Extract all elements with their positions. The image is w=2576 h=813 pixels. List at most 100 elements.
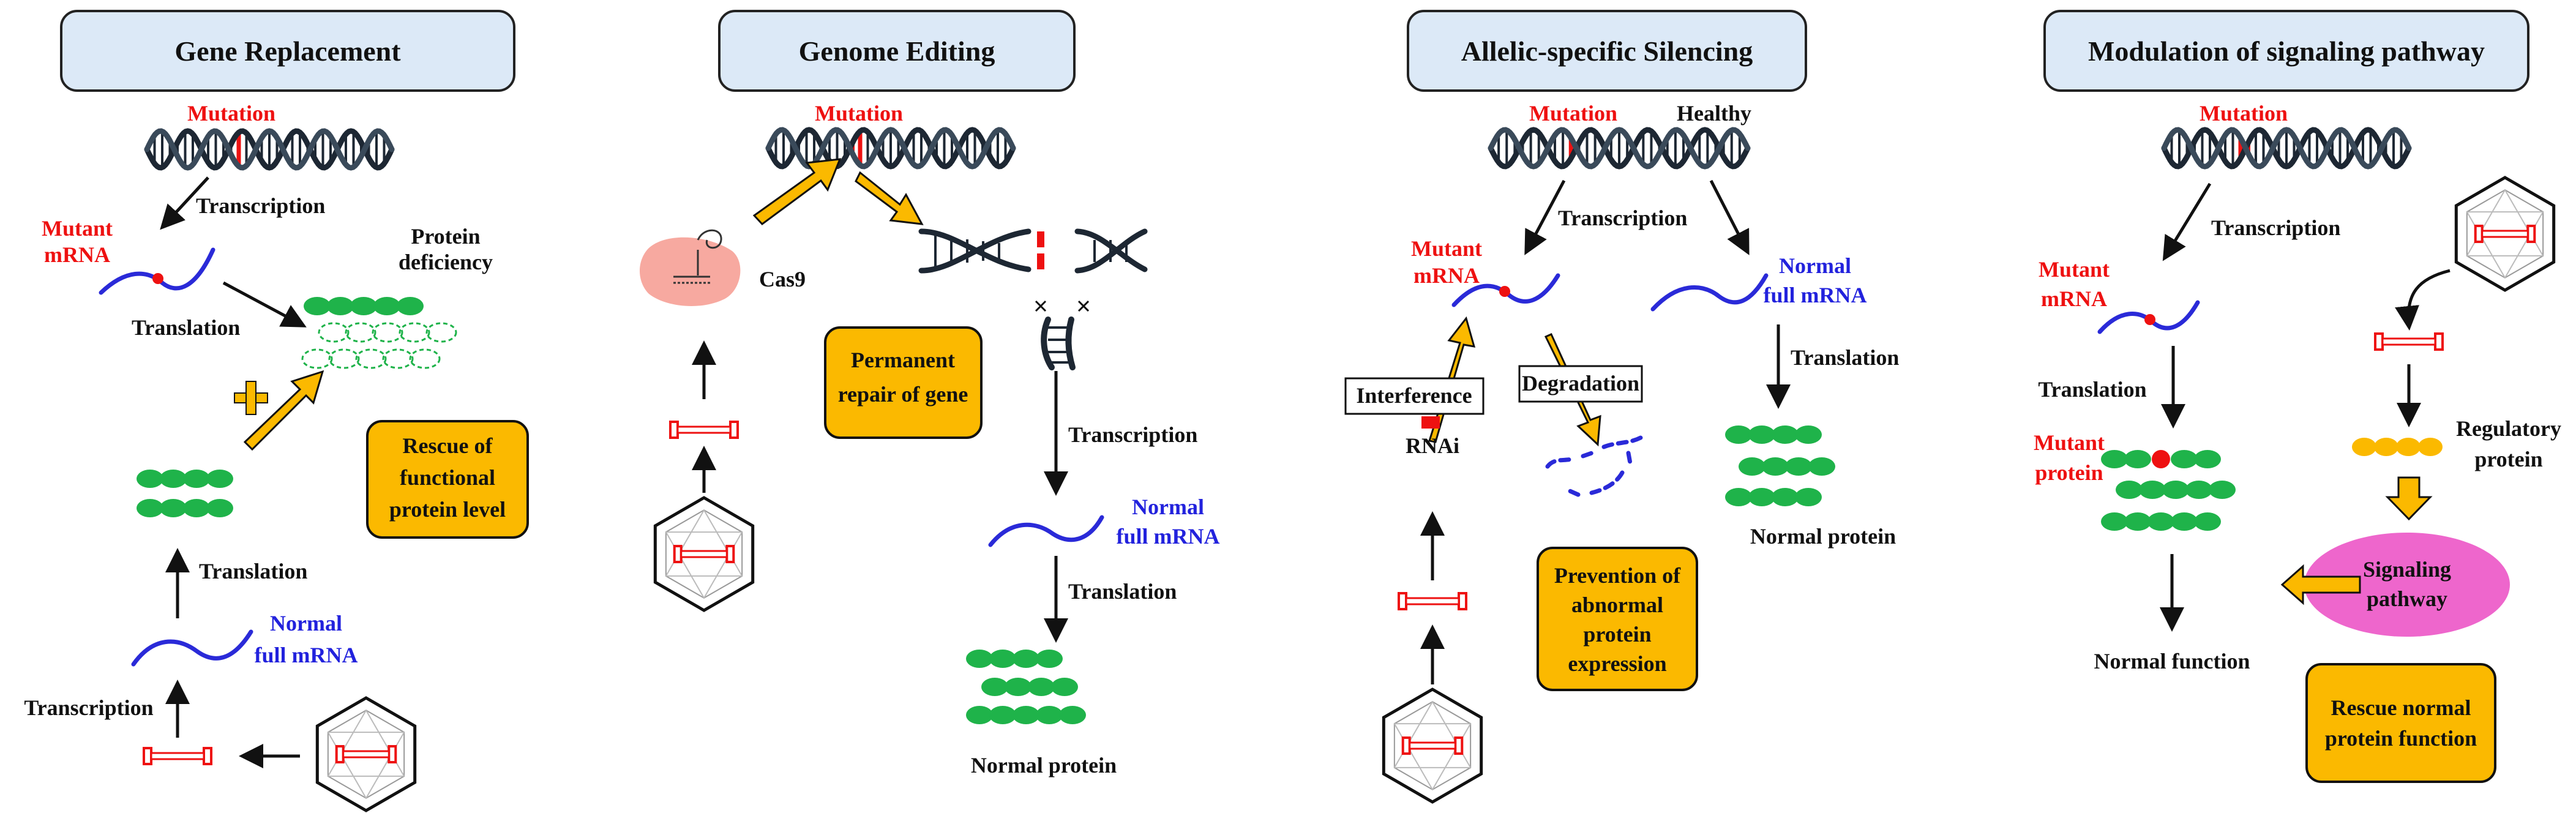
protein-residue — [399, 322, 430, 343]
protein-residue — [2352, 438, 2376, 456]
degradation-box — [1518, 365, 1643, 403]
repair-text-2: repair of gene — [838, 382, 968, 406]
panel-title: Allelic-specific Silencing — [1461, 36, 1753, 67]
healthy-label: Healthy — [1677, 101, 1751, 126]
vector-delivery-arrow — [2395, 269, 2451, 331]
rescue-text-1: Rescue of — [403, 433, 493, 458]
protein-chain — [2116, 481, 2236, 499]
mutation-site-dot — [1499, 286, 1510, 297]
rescue-text-2: functional — [400, 465, 495, 490]
protein-residue — [327, 297, 354, 315]
rescue-text-2: protein function — [2325, 726, 2477, 751]
capsid-facet — [703, 531, 743, 599]
prevention-text-2: abnormal — [1571, 593, 1663, 617]
normal-protein-label: Normal protein — [1750, 524, 1896, 549]
mutation-label: Mutation — [1529, 101, 1617, 126]
dna-strand — [1488, 127, 1751, 170]
mutation-base-pair — [1037, 253, 1044, 269]
protein-residue — [304, 297, 331, 315]
protein-residue — [966, 706, 993, 724]
protein-residue — [183, 499, 210, 517]
degraded-mrna-fragments — [1545, 435, 1643, 497]
mutation-label: Mutation — [815, 101, 903, 126]
regulatory-protein-label-1: Regulatory — [2456, 416, 2561, 441]
protein-residue — [1036, 706, 1063, 724]
signaling-pathway-ellipse — [2304, 533, 2510, 637]
dna-helix — [765, 127, 1016, 170]
prevention-text-4: expression — [1568, 651, 1666, 676]
plus-icon — [234, 381, 268, 415]
protein-residue — [373, 297, 400, 315]
protein-residue — [2139, 481, 2166, 499]
degradation-label: Degradation — [1522, 371, 1639, 395]
protein-residue — [2116, 481, 2143, 499]
viral-capsid-icon — [2454, 176, 2556, 292]
protein-residue — [2194, 512, 2221, 531]
normal-mrna-label-2: full mRNA — [255, 643, 358, 667]
capsid-facet — [365, 710, 405, 777]
protein-residue — [2194, 450, 2221, 468]
viral-capsid-icon — [1382, 687, 1483, 804]
protein-residue — [1725, 425, 1752, 444]
panel-genome-editing: Genome Editing Mutation Cas9 Permanent r… — [640, 10, 1220, 777]
cassette-end — [1398, 592, 1407, 610]
capsid-facet — [1393, 723, 1433, 790]
dna-strand — [2161, 127, 2412, 170]
mutant-mrna-label-2: mRNA — [44, 242, 110, 267]
deficient-protein-chain — [301, 348, 441, 369]
panel-title-box — [60, 10, 515, 92]
protein-residue — [1808, 457, 1835, 476]
mutant-protein-label-2: protein — [2035, 460, 2103, 485]
mutant-protein-chain — [2101, 450, 2221, 468]
cassette-end — [388, 745, 397, 763]
mutant-transcription-arrow — [1524, 179, 1566, 255]
panel-title-box — [1407, 10, 1807, 92]
protein-residue — [2209, 481, 2236, 499]
protein-residue — [355, 348, 387, 369]
protein-chain — [966, 706, 1086, 724]
rnai-molecule-icon — [1421, 416, 1440, 429]
normal-mrna-strand — [131, 629, 253, 667]
cas9-protein-icon — [640, 237, 741, 307]
normal-function-label: Normal function — [2094, 649, 2250, 673]
protein-residue — [2185, 481, 2212, 499]
cut-site-mark — [1035, 300, 1047, 312]
viral-capsid-icon — [653, 496, 755, 612]
cassette-end — [1401, 736, 1411, 755]
protein-chain — [966, 650, 1063, 668]
rescue-text-3: protein level — [389, 497, 506, 522]
protein-residue — [1059, 706, 1086, 724]
cassette-body — [680, 550, 728, 558]
protein-residue — [160, 470, 187, 488]
cassette-end — [725, 545, 735, 563]
plasmid-vector-icon — [143, 747, 212, 765]
protein-deficiency-label-1: Protein — [411, 224, 480, 249]
cassette-end — [2474, 225, 2484, 243]
protein-chain — [981, 678, 1078, 696]
mutation-label: Mutation — [2200, 101, 2288, 126]
translation-label: Translation — [2038, 377, 2146, 402]
capsid-facet — [2466, 189, 2506, 257]
protein-residue — [2101, 512, 2128, 531]
mutant-residue — [2152, 450, 2170, 468]
plasmid-vector-icon — [1398, 592, 1467, 610]
protein-residue — [183, 470, 210, 488]
transcription-arrow — [160, 176, 209, 230]
protein-residue — [1051, 678, 1078, 696]
plasmid-vector-icon — [669, 421, 739, 439]
transcription-label-bottom: Transcription — [24, 695, 153, 720]
cassette-end — [673, 545, 683, 563]
mutation-site-dot — [152, 273, 163, 284]
prevention-text-1: Prevention of — [1554, 563, 1681, 588]
mutation-label: Mutation — [187, 101, 275, 126]
protein-residue — [1725, 488, 1752, 506]
protein-residue — [989, 706, 1016, 724]
protein-residue — [1795, 425, 1822, 444]
transcription-label: Transcription — [196, 193, 325, 218]
protein-residue — [1762, 457, 1789, 476]
translation-label: Translation — [1791, 345, 1899, 370]
rescue-text-1: Rescue normal — [2331, 695, 2471, 720]
signaling-pathway-label-1: Signaling — [2363, 557, 2451, 582]
protein-residue — [1795, 488, 1822, 506]
capsid-facet — [327, 732, 367, 799]
